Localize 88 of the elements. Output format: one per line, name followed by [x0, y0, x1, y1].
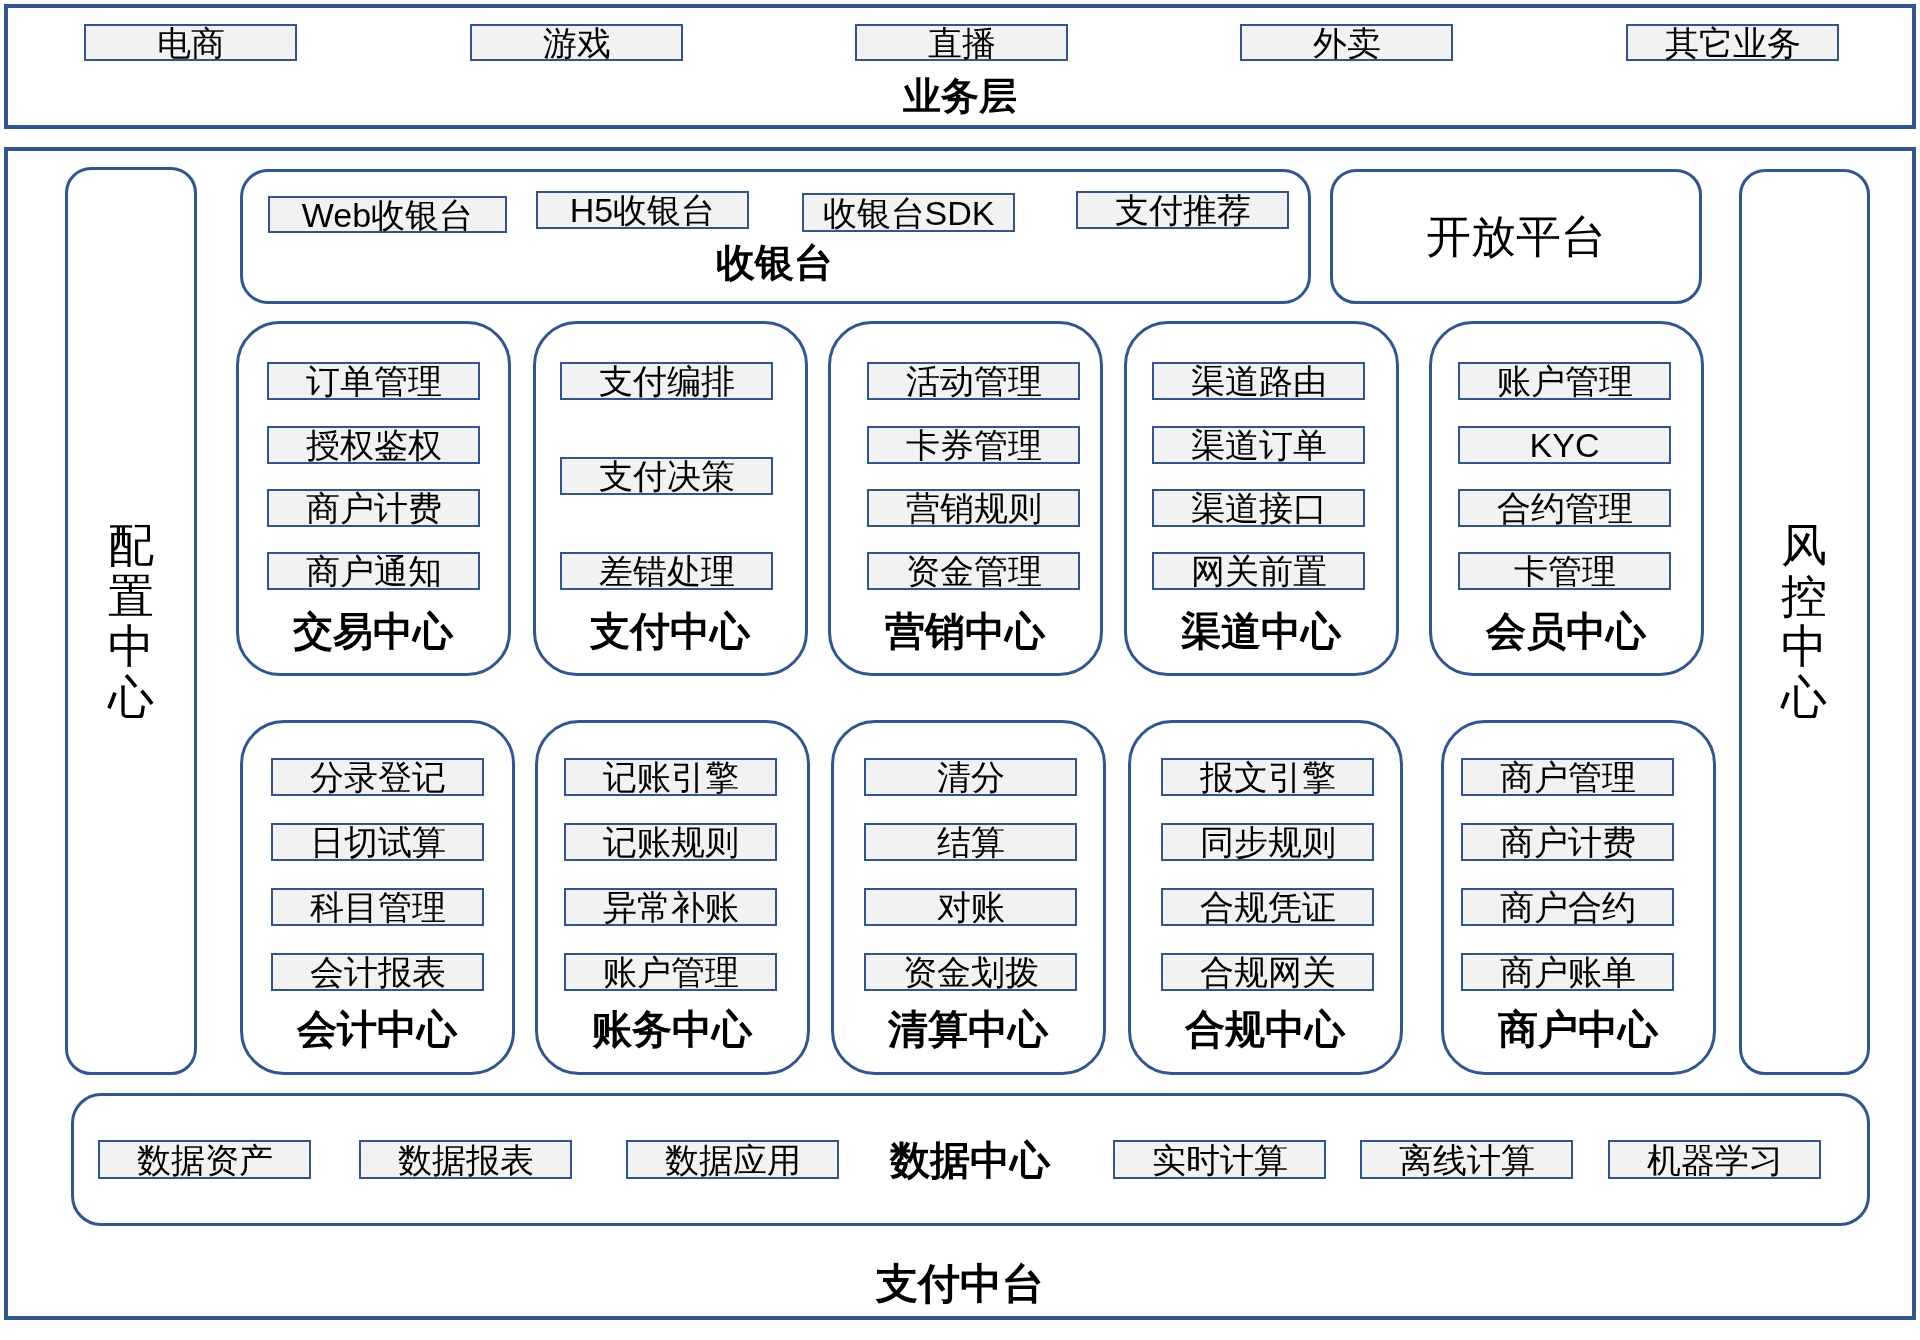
- module-box: 支付编排: [560, 362, 773, 400]
- module-box: 分录登记: [271, 758, 484, 796]
- module-box: 科目管理: [271, 888, 484, 926]
- data-panel: [71, 1093, 1870, 1226]
- module-box: 数据应用: [626, 1140, 839, 1179]
- side-panel: [65, 167, 197, 1075]
- module-box: 其它业务: [1626, 24, 1839, 61]
- center-panel: [533, 321, 808, 676]
- center-panel: [831, 720, 1106, 1075]
- panel-title: 会计中心: [297, 1006, 457, 1053]
- module-box: 会计报表: [271, 953, 484, 991]
- module-box: 记账引擎: [564, 758, 777, 796]
- center-panel: [1429, 321, 1704, 676]
- module-box: 数据报表: [359, 1140, 572, 1179]
- module-box: 渠道订单: [1152, 426, 1365, 464]
- module-box: 商户账单: [1461, 953, 1674, 991]
- center-panel: [535, 720, 810, 1075]
- module-box: 合约管理: [1458, 489, 1671, 527]
- module-box: 商户通知: [267, 552, 480, 590]
- module-box: 资金管理: [867, 552, 1080, 590]
- module-box: 对账: [864, 888, 1077, 926]
- module-box: 同步规则: [1161, 823, 1374, 861]
- module-box: 网关前置: [1152, 552, 1365, 590]
- module-box: 授权鉴权: [267, 426, 480, 464]
- panel-title: 配置中心: [108, 519, 154, 723]
- module-box: 日切试算: [271, 823, 484, 861]
- panel-title: 会员中心: [1486, 608, 1646, 655]
- panel-title: 营销中心: [885, 608, 1045, 655]
- module-box: 渠道路由: [1152, 362, 1365, 400]
- module-box: 清分: [864, 758, 1077, 796]
- module-box: 卡管理: [1458, 552, 1671, 590]
- panel-title: 账务中心: [592, 1006, 752, 1053]
- module-box: 离线计算: [1360, 1140, 1573, 1179]
- module-box: 商户计费: [267, 489, 480, 527]
- panel-title: 商户中心: [1498, 1006, 1658, 1053]
- center-panel: [828, 321, 1103, 676]
- center-panel: [1441, 720, 1716, 1075]
- module-box: Web收银台: [268, 196, 507, 233]
- panel-title: 清算中心: [888, 1006, 1048, 1053]
- module-box: 商户合约: [1461, 888, 1674, 926]
- module-box: 账户管理: [1458, 362, 1671, 400]
- panel-title: 支付中心: [590, 608, 750, 655]
- module-box: 差错处理: [560, 552, 773, 590]
- panel-title: 支付中台: [876, 1258, 1044, 1309]
- panel-title: 渠道中心: [1181, 608, 1341, 655]
- module-box: 外卖: [1240, 24, 1453, 61]
- module-box: 报文引擎: [1161, 758, 1374, 796]
- module-box: 收银台SDK: [802, 193, 1015, 232]
- module-box: 异常补账: [564, 888, 777, 926]
- center-panel: [1124, 321, 1399, 676]
- module-box: 资金划拨: [864, 953, 1077, 991]
- module-box: 电商: [84, 24, 297, 61]
- module-box: 支付推荐: [1076, 191, 1289, 229]
- cashier-panel: [240, 169, 1311, 304]
- panel-title: 风控中心: [1781, 519, 1827, 723]
- module-box: 商户计费: [1461, 823, 1674, 861]
- module-box: 直播: [855, 24, 1068, 61]
- panel-title: 收银台: [715, 239, 833, 286]
- module-box: 渠道接口: [1152, 489, 1365, 527]
- center-panel: [240, 720, 515, 1075]
- module-box: 结算: [864, 823, 1077, 861]
- panel-title: 业务层: [903, 73, 1017, 119]
- module-box: 卡券管理: [867, 426, 1080, 464]
- module-box: 记账规则: [564, 823, 777, 861]
- module-box: 营销规则: [867, 489, 1080, 527]
- panel-title: 交易中心: [293, 608, 453, 655]
- module-box: 机器学习: [1608, 1140, 1821, 1179]
- module-box: KYC: [1458, 426, 1671, 464]
- module-box: 实时计算: [1113, 1140, 1326, 1179]
- module-box: 账户管理: [564, 953, 777, 991]
- module-box: 支付决策: [560, 457, 773, 495]
- layer-frame: [4, 4, 1916, 129]
- platform-panel: [1330, 169, 1702, 304]
- module-box: 合规网关: [1161, 953, 1374, 991]
- module-box: 游戏: [470, 24, 683, 61]
- side-panel: [1739, 169, 1870, 1075]
- module-box: 合规凭证: [1161, 888, 1374, 926]
- module-box: 活动管理: [867, 362, 1080, 400]
- panel-title: 开放平台: [1426, 210, 1606, 265]
- module-box: H5收银台: [536, 191, 749, 229]
- panel-title: 数据中心: [890, 1137, 1050, 1184]
- module-box: 订单管理: [267, 362, 480, 400]
- module-box: 数据资产: [98, 1140, 311, 1179]
- center-panel: [1128, 720, 1403, 1075]
- layer-frame: [4, 147, 1916, 1320]
- panel-title: 合规中心: [1185, 1006, 1345, 1053]
- module-box: 商户管理: [1461, 758, 1674, 796]
- center-panel: [236, 321, 511, 676]
